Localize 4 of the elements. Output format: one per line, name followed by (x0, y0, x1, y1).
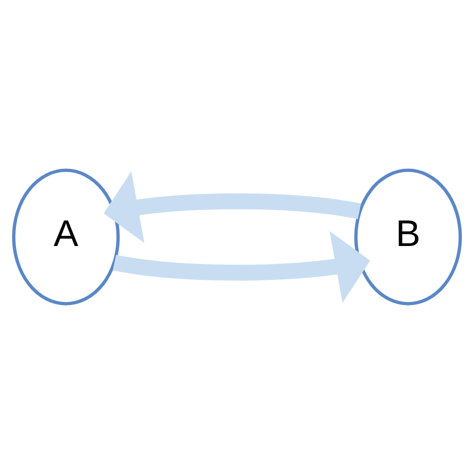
arrow (113, 231, 370, 303)
node-ellipse: B (354, 168, 462, 306)
arrow (104, 171, 361, 244)
node-ellipse: A (12, 168, 120, 306)
